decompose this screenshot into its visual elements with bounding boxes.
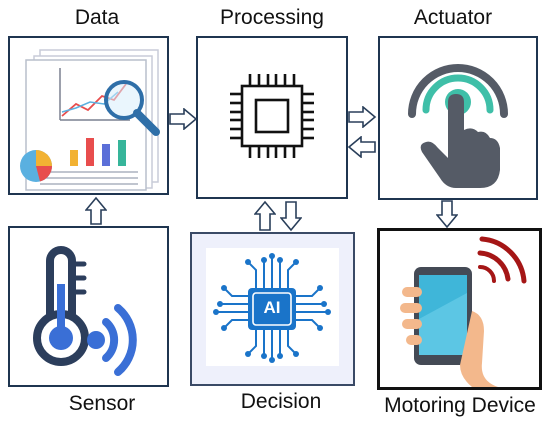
thermometer-sensor-icon — [33, 246, 137, 376]
actuator-label: Actuator — [413, 6, 493, 29]
arrow-processing-to-decision — [280, 201, 302, 232]
sensor-box — [8, 226, 169, 387]
arrow-decision-to-processing — [254, 200, 276, 231]
processor-chip-icon — [230, 74, 314, 158]
motoring-device-box — [377, 228, 542, 390]
arrow-actuator-to-processing — [347, 136, 376, 158]
actuator-box — [378, 36, 538, 200]
sensor-label: Sensor — [68, 392, 136, 415]
data-analytics-icon — [20, 49, 160, 191]
smartphone-hand-icon — [400, 236, 527, 387]
motoring-device-label: Motoring Device — [384, 394, 536, 417]
arrow-actuator-to-motoring-device — [436, 200, 458, 229]
arrow-sensor-to-data — [85, 196, 107, 225]
ai-chip-icon — [206, 248, 339, 366]
processing-label: Processing — [220, 6, 324, 29]
decision-box: AI — [190, 232, 355, 386]
data-label: Data — [74, 6, 120, 29]
processing-box — [196, 36, 348, 199]
ai-chip-text: AI — [263, 298, 281, 317]
touch-hand-icon — [408, 64, 508, 188]
arrow-processing-to-actuator — [348, 106, 377, 128]
decision-label: Decision — [240, 390, 322, 413]
data-box — [8, 36, 169, 195]
arrow-data-to-processing — [169, 108, 198, 130]
